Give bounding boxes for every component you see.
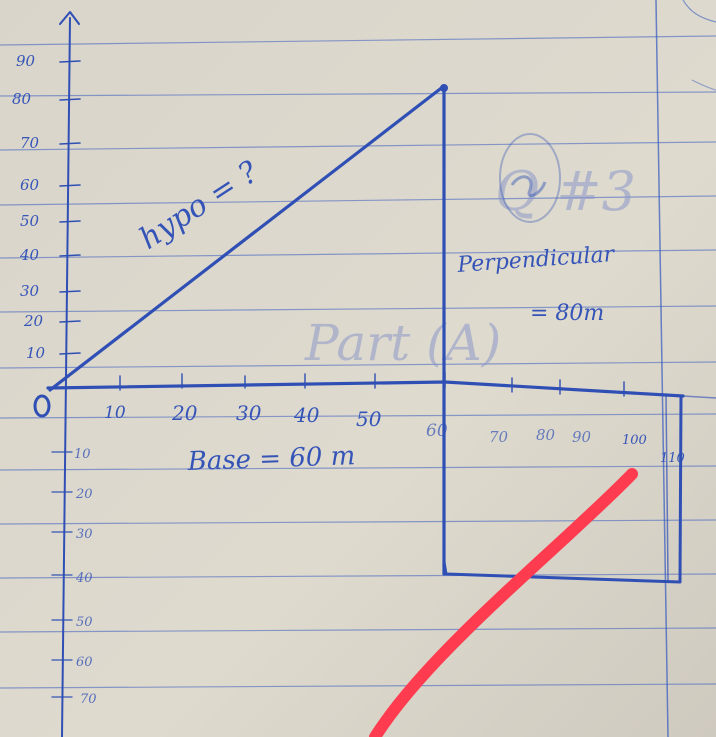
x-labels: 10 20 30 40 50 60 70 80 90 100 110 xyxy=(104,401,685,466)
y-label-50: 50 xyxy=(20,212,40,230)
lower-rectangle xyxy=(442,394,683,584)
faint-bleed-through: Q #3 Part (A) xyxy=(304,160,636,372)
x-axis-arrow-tail xyxy=(682,395,716,399)
apex-dot xyxy=(440,84,448,92)
lower-rectangle-right xyxy=(665,393,669,581)
faint-mark-2: Part (A) xyxy=(304,314,501,372)
y-labels-positive: 90 80 70 60 50 40 30 20 10 xyxy=(12,52,46,362)
ruled-lines xyxy=(0,35,716,689)
faint-circle-scribble xyxy=(499,133,561,223)
x-label-80: 80 xyxy=(536,426,556,444)
y-axis-arrow xyxy=(59,11,80,25)
x-label-10: 10 xyxy=(104,403,126,423)
faint-scribble xyxy=(510,175,547,198)
x-label-100: 100 xyxy=(622,433,647,448)
y-label-30: 30 xyxy=(20,282,40,300)
x-label-90: 90 xyxy=(572,428,592,446)
x-label-50: 50 xyxy=(356,407,382,431)
red-pen-stroke xyxy=(369,468,638,737)
page-curl xyxy=(682,0,716,23)
y-label-10: 10 xyxy=(26,344,46,362)
y-labels-negative: 10 20 30 40 50 60 70 xyxy=(74,447,97,707)
x-label-70: 70 xyxy=(489,428,509,446)
right-margin-line xyxy=(655,0,669,737)
y-ticks-positive xyxy=(59,60,81,355)
y-neg-label-40: 40 xyxy=(75,571,93,586)
x-label-40: 40 xyxy=(293,403,320,427)
x-label-20: 20 xyxy=(171,401,198,425)
y-neg-label-70: 70 xyxy=(80,692,97,707)
hypotenuse-line xyxy=(48,84,446,392)
y-neg-label-10: 10 xyxy=(74,447,91,462)
y-neg-label-30: 30 xyxy=(76,527,93,542)
faint-mark-1: Q #3 xyxy=(495,160,636,223)
y-label-90: 90 xyxy=(16,52,36,70)
x-label-30: 30 xyxy=(236,401,262,425)
origin-circle xyxy=(33,394,51,418)
x-label-60: 60 xyxy=(426,421,448,441)
y-neg-label-50: 50 xyxy=(76,615,93,630)
y-label-70: 70 xyxy=(20,134,40,152)
y-neg-label-60: 60 xyxy=(76,655,93,670)
y-label-80: 80 xyxy=(12,90,32,108)
y-ticks-negative xyxy=(51,451,73,698)
y-label-20: 20 xyxy=(23,312,44,330)
y-neg-label-20: 20 xyxy=(75,487,93,502)
perpendicular-value: = 80m xyxy=(530,301,604,326)
y-label-60: 60 xyxy=(20,176,40,194)
page-curl-lower xyxy=(691,79,716,91)
base-label: Base = 60 m xyxy=(186,441,356,477)
y-label-40: 40 xyxy=(19,246,40,264)
